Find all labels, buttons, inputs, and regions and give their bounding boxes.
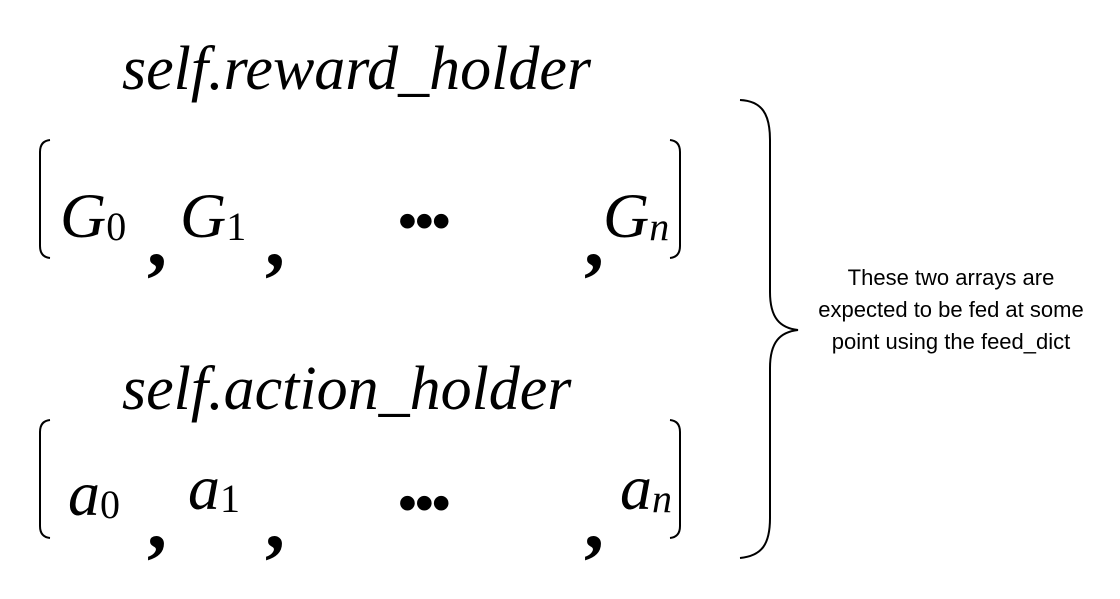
action-item-0-base: a [68,458,100,529]
action-item-1-sub: 1 [220,476,240,522]
curly-brace [739,99,799,559]
reward-item-n: Gn [603,184,669,248]
reward-holder-title: self.reward_holder [122,35,591,103]
reward-ellipsis: ••• [398,191,451,251]
action-holder-title: self.action_holder [122,355,572,423]
action-comma-0: , [147,478,167,566]
action-comma-1: , [265,478,285,566]
annotation-note: These two arrays are expected to be fed … [818,265,1084,354]
reward-item-0-base: G [60,180,107,251]
reward-comma-2: , [584,196,604,284]
reward-item-1: G1 [180,184,246,248]
reward-item-n-base: G [603,180,650,251]
reward-item-0: G0 [60,184,126,248]
action-item-n-sub: n [652,476,672,522]
reward-right-bracket [669,139,681,259]
action-item-n-base: a [620,452,652,523]
action-ellipsis: ••• [398,473,451,533]
action-comma-2: , [584,478,604,566]
reward-item-n-sub: n [649,204,670,250]
action-item-0-sub: 0 [100,482,120,528]
action-item-1: a1 [188,456,240,520]
action-item-n: an [620,456,672,520]
reward-item-0-sub: 0 [106,204,127,250]
action-left-bracket [39,419,51,539]
reward-comma-1: , [265,196,285,284]
action-item-0: a0 [68,462,120,526]
reward-item-1-sub: 1 [226,204,247,250]
action-right-bracket [669,419,681,539]
reward-comma-0: , [147,196,167,284]
reward-item-1-base: G [180,180,227,251]
reward-left-bracket [39,139,51,259]
action-item-1-base: a [188,452,220,523]
